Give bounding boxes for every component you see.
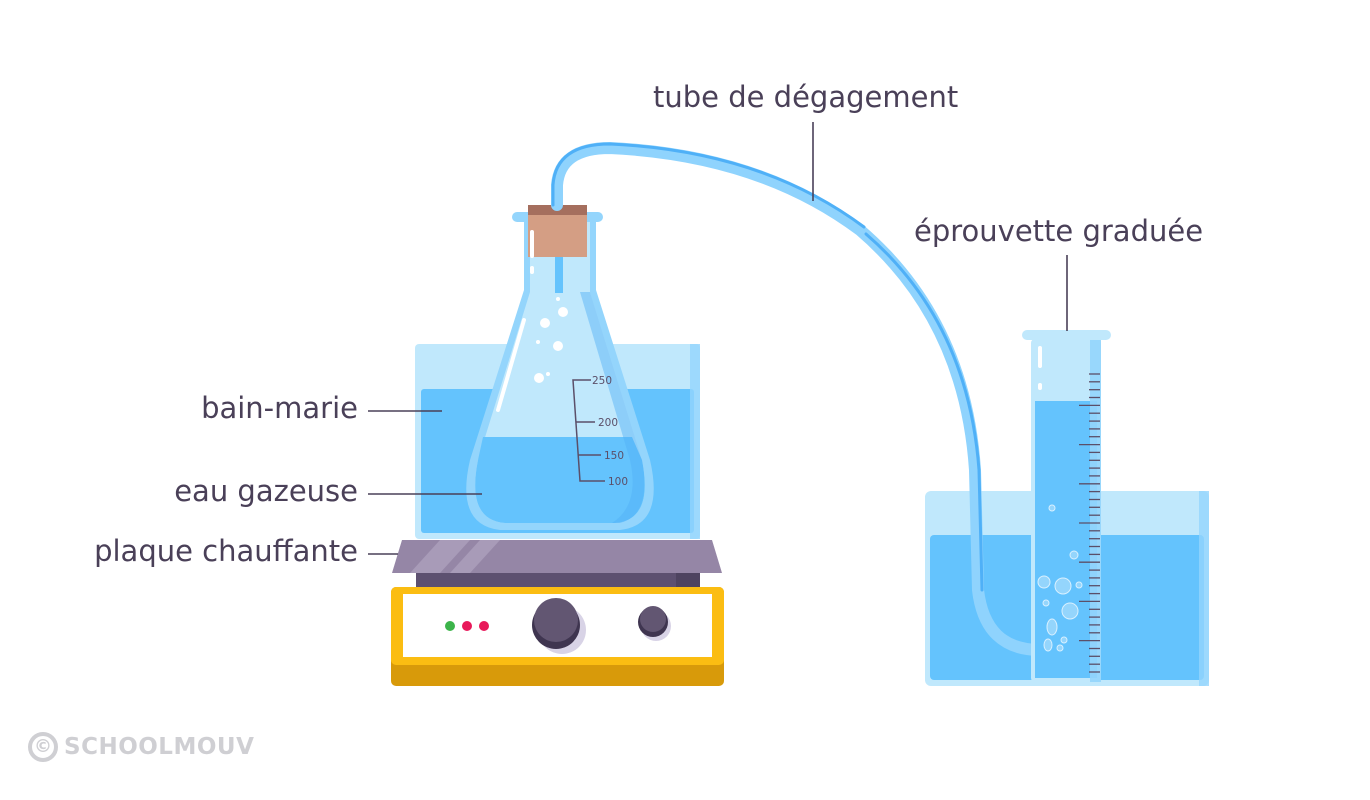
- label-eau-gazeuse: eau gazeuse: [174, 474, 358, 508]
- flask-graduation-scale: [572, 379, 605, 482]
- flask-highlight: [530, 230, 534, 258]
- label-bain-marie: bain-marie: [201, 391, 358, 425]
- gas-bubbles: [1037, 504, 1083, 652]
- flask-shade: [580, 292, 645, 523]
- bubble: [556, 297, 560, 301]
- delivery-tube: [551, 141, 1046, 656]
- bubble: [1046, 618, 1058, 636]
- bubble: [558, 307, 568, 317]
- graduation-line: [572, 379, 605, 482]
- bubble: [1043, 638, 1053, 652]
- cylinder-water: [1035, 401, 1097, 678]
- bubble: [1054, 577, 1072, 595]
- cylinder-edge: [1090, 339, 1101, 682]
- trough-edge: [1199, 491, 1209, 686]
- hotplate: [391, 540, 724, 686]
- watermark-text: SCHOOLMOUV: [64, 734, 255, 760]
- eau-gazeuse-liquid: [475, 437, 645, 523]
- tube-shade: [551, 142, 866, 229]
- bubble: [1042, 599, 1050, 607]
- cylinder-lip: [1022, 330, 1111, 340]
- tube-outer: [551, 141, 1046, 656]
- flask-glare: [496, 318, 526, 412]
- beaker-edge: [690, 344, 700, 539]
- bubble: [1060, 636, 1068, 644]
- hotplate-body-shade: [676, 570, 700, 592]
- large-knob-top: [534, 598, 578, 642]
- bubble: [540, 318, 550, 328]
- bubble: [1075, 581, 1083, 589]
- graduation-label: 250: [592, 375, 612, 387]
- bubble: [1069, 550, 1079, 560]
- graduated-cylinder: [1022, 330, 1111, 682]
- flask-inner-tube: [555, 257, 563, 293]
- small-knob-top: [640, 606, 666, 632]
- hotplate-shine-2: [450, 540, 500, 573]
- label-eprouvette-graduee: éprouvette graduée: [914, 214, 1204, 248]
- hotplate-body: [416, 570, 700, 592]
- indicator-light-red: [462, 621, 472, 631]
- label-tube-de-degagement: tube de dégagement: [653, 80, 959, 114]
- bubble: [546, 372, 550, 376]
- bubble: [534, 373, 544, 383]
- hotplate-shine: [410, 540, 470, 573]
- cylinder-highlight-dot: [1038, 383, 1042, 390]
- indicator-light-green: [445, 621, 455, 631]
- graduation-label: 200: [598, 417, 618, 429]
- flask-highlight-dot: [530, 266, 534, 274]
- label-plaque-chauffante: plaque chauffante: [94, 534, 358, 568]
- watermark: © SCHOOLMOUV: [28, 732, 254, 762]
- bubble: [553, 341, 563, 351]
- bubble: [1037, 575, 1051, 589]
- bubble: [1048, 504, 1056, 512]
- indicator-light-red: [479, 621, 489, 631]
- graduation-label: 150: [604, 450, 624, 462]
- graduation-label: 100: [608, 476, 628, 488]
- cylinder-highlight: [1038, 346, 1042, 368]
- cork: [528, 215, 587, 257]
- cylinder-graduations: [1079, 373, 1100, 673]
- bubble: [1056, 644, 1064, 652]
- bubble: [1061, 602, 1079, 620]
- copyright-icon: ©: [28, 732, 58, 762]
- tube-shade-2: [864, 232, 984, 592]
- leader-lines: [368, 122, 1068, 555]
- bubble: [536, 340, 540, 344]
